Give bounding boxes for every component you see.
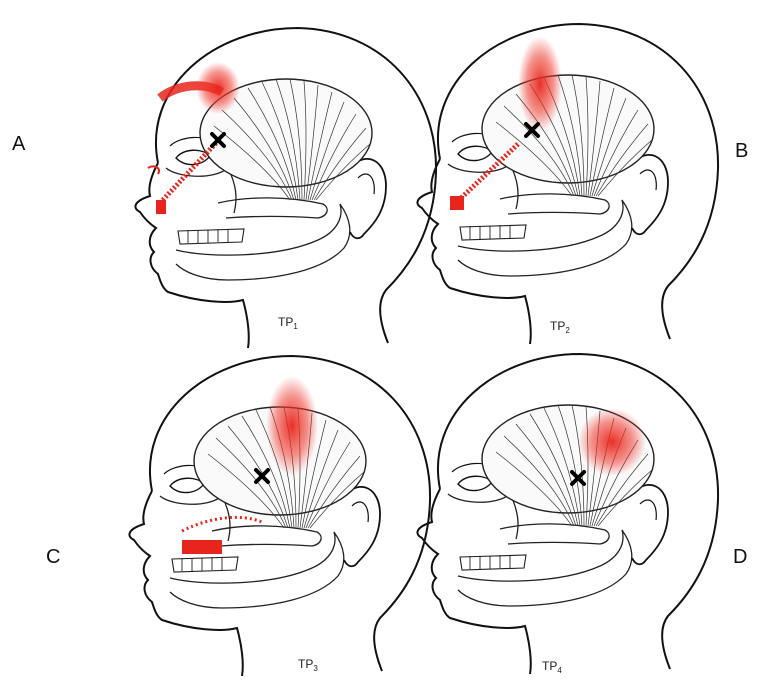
panel-letter-a: A (12, 133, 25, 156)
head-profile-icon (135, 28, 436, 348)
head-profile-icon (417, 24, 718, 344)
head-profile-icon (417, 354, 718, 674)
caption-tp3: TP3 (298, 657, 318, 673)
panel-letter-d: D (733, 546, 747, 569)
panel-d: TP4 (417, 354, 718, 675)
caption-tp2: TP2 (550, 319, 570, 335)
pain-referral-pattern (578, 408, 646, 476)
panel-a: TP1 (135, 28, 436, 348)
caption-tp4: TP4 (542, 659, 562, 675)
panel-c: TP3 (129, 356, 430, 676)
panel-letter-c: C (46, 546, 60, 569)
panel-letter-b: B (735, 140, 748, 163)
panel-b: TP2 (417, 24, 718, 344)
caption-tp1: TP1 (278, 315, 298, 331)
